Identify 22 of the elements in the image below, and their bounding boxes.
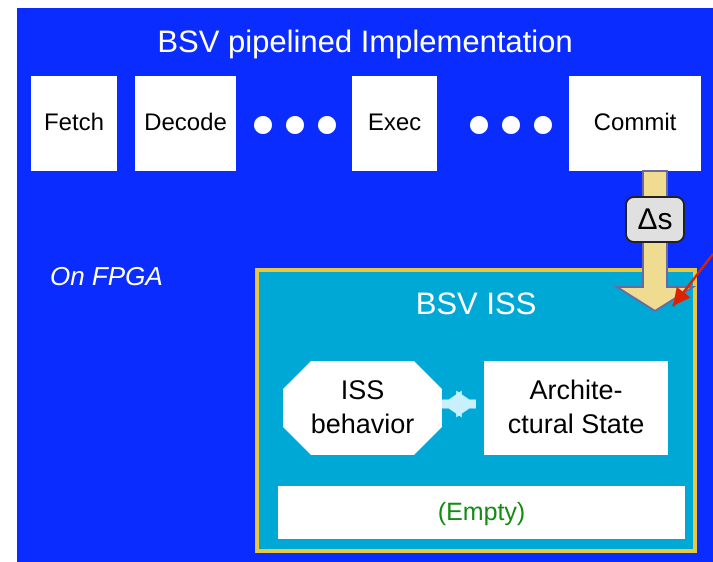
empty-label: (Empty): [436, 498, 526, 527]
edge-label: Δs: [625, 196, 685, 243]
double-arrow: [442, 390, 476, 418]
stage-box: [569, 76, 701, 171]
platform-label: On FPGA: [50, 261, 163, 292]
stage-box: [31, 76, 117, 171]
empty-box: [278, 486, 685, 539]
stage-label: Decode: [143, 109, 228, 137]
stage-label: Commit: [592, 109, 678, 137]
state-box: [484, 361, 668, 455]
stage-label: Exec: [366, 109, 422, 137]
behavior-octagon: [283, 361, 442, 455]
iss-title: BSV ISS: [414, 286, 538, 322]
diagram-panel: [17, 8, 713, 562]
state-label: Archite- ctural State: [506, 374, 646, 441]
iss-box: [255, 268, 697, 553]
stage-box: [352, 76, 437, 171]
stage-label: Fetch: [42, 109, 106, 137]
behavior-label: ISS behavior: [310, 374, 416, 441]
panel-title: BSV pipelined Implementation: [156, 24, 574, 60]
pointer-arrow: [672, 253, 713, 307]
stage-box: [135, 76, 236, 171]
